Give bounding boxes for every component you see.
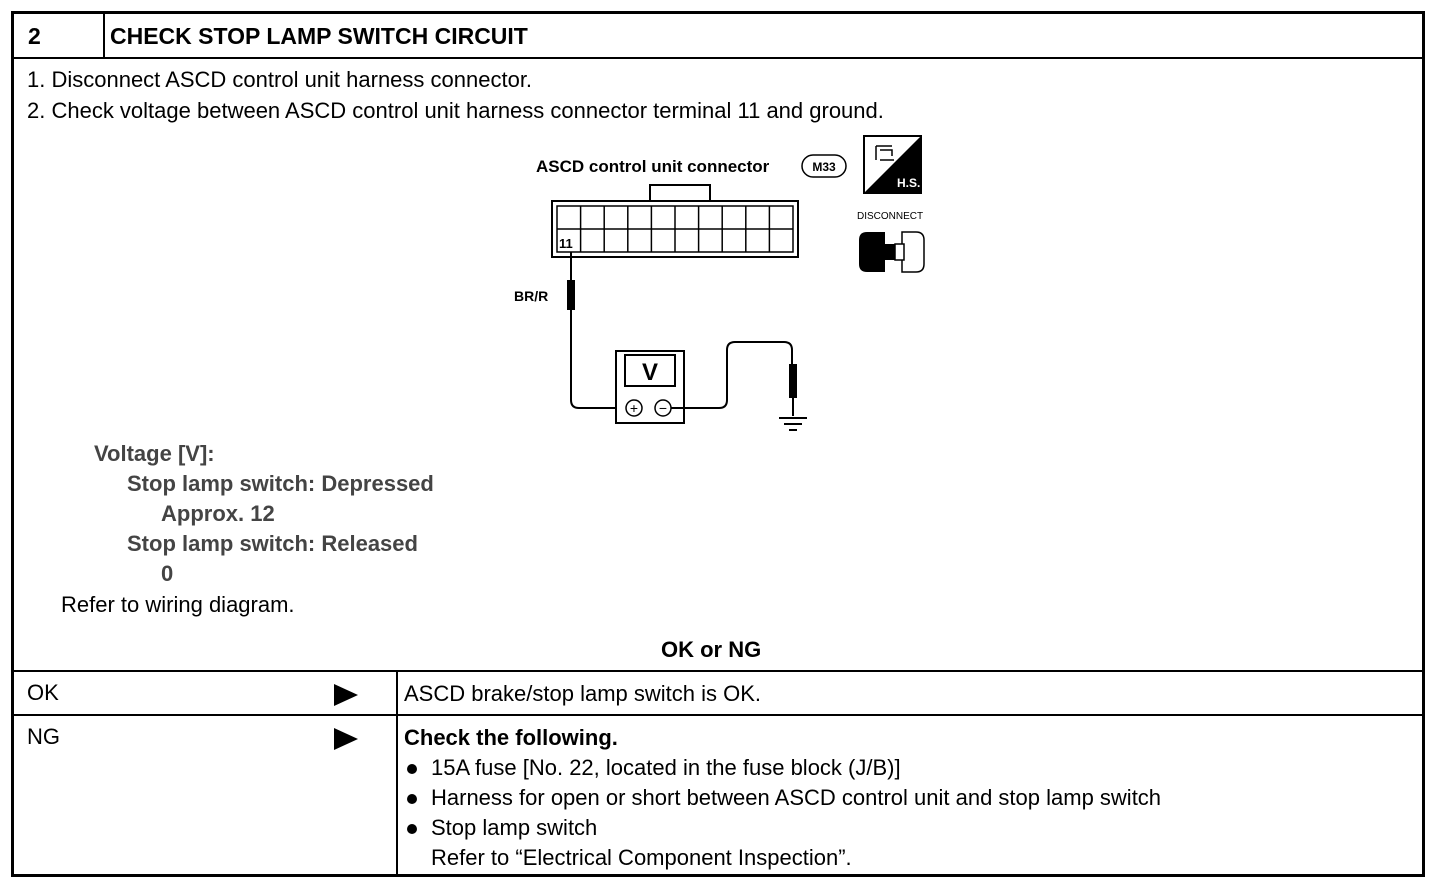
wiring-diagram: ASCD control unit connector M33 H.S. DIS… [514, 135, 925, 431]
connector-m33: 11 [551, 184, 799, 258]
ok-row-rule [14, 714, 1422, 716]
connector-id: M33 [812, 160, 836, 174]
header-bottom-rule [14, 57, 1422, 59]
ok-or-ng: OK or NG [661, 637, 762, 662]
spec-value-1: Approx. 12 [161, 501, 275, 526]
terminal-number: 11 [559, 236, 573, 251]
probe-plus [567, 280, 575, 310]
meter-symbol: V [642, 359, 658, 386]
ok-arrow-icon [334, 684, 358, 706]
connector-label: ASCD control unit connector [536, 157, 770, 176]
ng-heading: Check the following. [404, 725, 618, 750]
ng-label: NG [27, 724, 60, 749]
ng-item-2: Harness for open or short between ASCD c… [431, 785, 1162, 810]
bullet-icon [407, 824, 417, 834]
connector-id-badge [801, 154, 847, 178]
ok-label: OK [27, 680, 59, 705]
instruction-1: 1. Disconnect ASCD control unit harness … [27, 67, 533, 92]
ng-arrow-icon [334, 728, 358, 750]
spec-cond-1: Stop lamp switch: Depressed [127, 471, 434, 496]
spec-heading: Voltage [V]: [94, 441, 215, 466]
probe-minus [789, 364, 797, 398]
step-title: CHECK STOP LAMP SWITCH CIRCUIT [110, 23, 528, 49]
disconnect-label: DISCONNECT [857, 211, 923, 222]
spec-cond-2: Stop lamp switch: Released [127, 531, 418, 556]
ng-sub-note: Refer to “Electrical Component Inspectio… [431, 845, 852, 870]
hs-label: H.S. [897, 176, 920, 190]
spec-value-2: 0 [161, 561, 174, 586]
ng-item-3: Stop lamp switch [431, 815, 598, 840]
step-number: 2 [28, 23, 41, 49]
header-divider [103, 14, 105, 58]
ok-action: ASCD brake/stop lamp switch is OK. [404, 681, 762, 706]
meter-plus: + [630, 400, 638, 416]
instruction-2: 2. Check voltage between ASCD control un… [27, 98, 884, 123]
harness-service-icon: H.S. [863, 135, 922, 194]
procedure-table: 2 CHECK STOP LAMP SWITCH CIRCUIT 1. Disc… [11, 11, 1425, 877]
voltmeter-icon: V + − [615, 350, 685, 424]
meter-minus: − [659, 400, 667, 416]
bullet-icon [407, 764, 417, 774]
ground-icon [779, 417, 807, 431]
disconnect-icon [859, 231, 925, 273]
wire-color: BR/R [514, 288, 548, 304]
ng-item-1: 15A fuse [No. 22, located in the fuse bl… [431, 755, 901, 780]
result-divider [396, 670, 398, 877]
decision-rule [14, 670, 1422, 672]
bullet-icon [407, 794, 417, 804]
refer-wiring: Refer to wiring diagram. [61, 592, 295, 617]
